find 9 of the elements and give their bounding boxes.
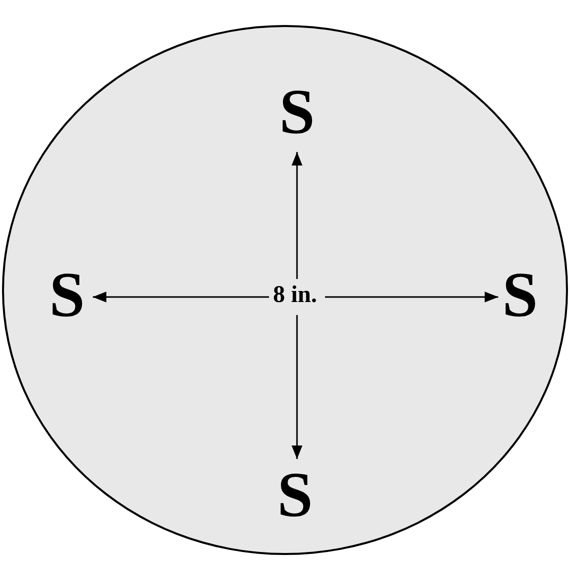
letter-label: S	[277, 463, 313, 527]
arrow	[292, 315, 302, 459]
measure-label: 8 in.	[273, 283, 317, 307]
letter-label: S	[49, 263, 85, 327]
arrow	[92, 292, 269, 302]
arrow	[292, 152, 302, 279]
letter-label: S	[279, 80, 315, 144]
letter-label: S	[502, 263, 538, 327]
arrow	[325, 292, 498, 302]
